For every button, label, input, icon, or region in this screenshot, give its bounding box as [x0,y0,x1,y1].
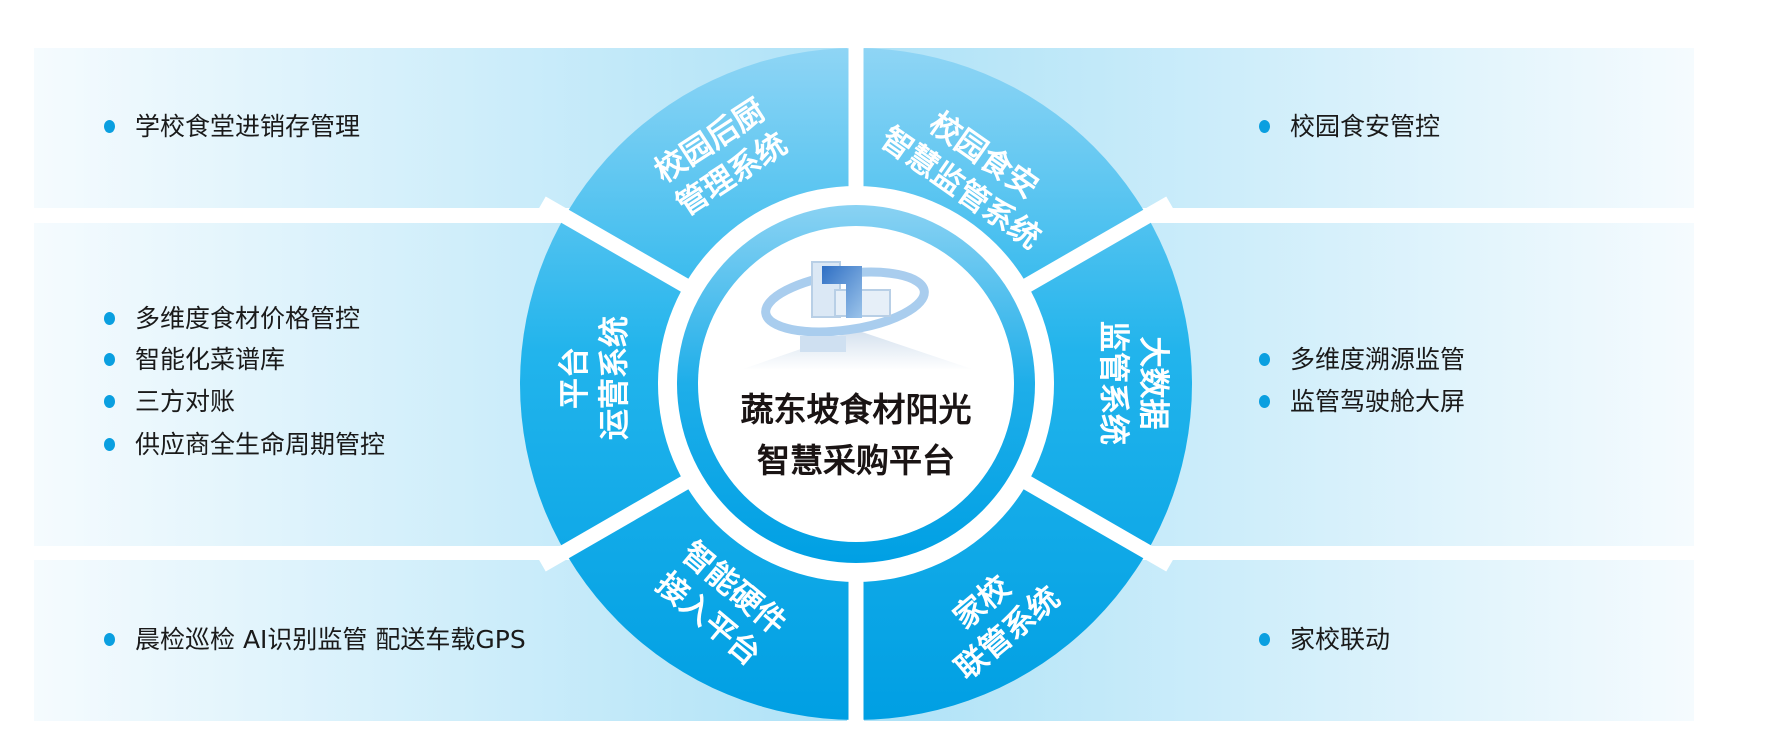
bullet-icon [1259,120,1270,133]
feature-item: 多维度食材价格管控 [104,306,360,331]
feature-item: 晨检巡检 AI识别监管 配送车载GPS [104,627,526,652]
bullet-icon [104,395,115,408]
bullet-icon [1259,353,1270,366]
feature-text: 晨检巡检 AI识别监管 配送车载GPS [135,625,526,654]
feature-item: 供应商全生命周期管控 [104,432,385,457]
bullet-icon [1259,633,1270,646]
feature-item: 多维度溯源监管 [1259,347,1465,372]
feature-text: 供应商全生命周期管控 [135,430,386,459]
bullet-icon [1259,395,1270,408]
center-title-line1: 蔬东坡食材阳光 [740,390,972,429]
bullet-icon [104,353,115,366]
feature-text: 校园食安管控 [1290,112,1441,141]
segment-label-line2: 监管系统 [1095,321,1131,445]
feature-item: 家校联动 [1259,627,1390,652]
segment-label-line1: 大数据 [1135,336,1171,430]
platform-cube-logo-icon [740,261,975,370]
center-title-line2: 智慧采购平台 [757,441,955,480]
feature-item: 校园食安管控 [1259,114,1440,139]
center-disc [698,226,1014,542]
feature-item: 监管驾驶舱大屏 [1259,389,1465,414]
feature-text: 三方对账 [135,387,236,416]
bullet-icon [104,120,115,133]
feature-item: 智能化菜谱库 [104,347,285,372]
segment-label-line2: 运营系统 [597,316,633,440]
bullet-icon [104,633,115,646]
feature-text: 学校食堂进销存管理 [135,112,361,141]
feature-text: 多维度食材价格管控 [135,304,361,333]
feature-text: 家校联动 [1290,625,1391,654]
feature-text: 智能化菜谱库 [135,345,286,374]
feature-item: 学校食堂进销存管理 [104,114,360,139]
feature-text: 多维度溯源监管 [1290,345,1466,374]
bullet-icon [104,312,115,325]
feature-text: 监管驾驶舱大屏 [1290,387,1466,416]
segment-platform-operation[interactable]: 平台 运营系统 [555,298,635,458]
segment-label-line1: 平台 [557,347,593,409]
feature-item: 三方对账 [104,389,235,414]
bullet-icon [104,438,115,451]
segment-big-data-supervision[interactable]: 大数据 监管系统 [1093,303,1173,463]
